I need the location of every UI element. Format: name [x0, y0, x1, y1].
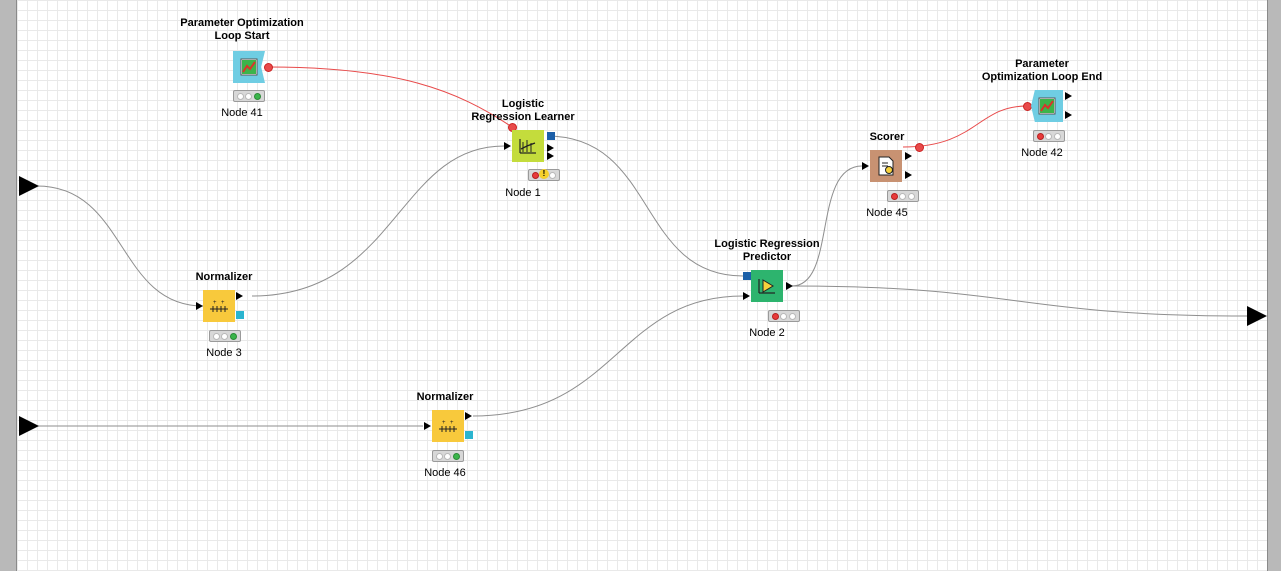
- node-id-label[interactable]: Node 42: [1021, 147, 1063, 159]
- warning-icon: !: [539, 169, 549, 179]
- node-id-label[interactable]: Node 3: [206, 347, 242, 359]
- metanode-output-port[interactable]: [1247, 306, 1267, 326]
- model-in-port[interactable]: [743, 272, 751, 280]
- node-status-lamp: [768, 310, 800, 322]
- wire-predictor-output[interactable]: [791, 285, 1248, 317]
- wire-input-normalizer-a[interactable]: [36, 185, 204, 307]
- svg-text:+: +: [213, 300, 217, 306]
- data-out-port-1[interactable]: [547, 144, 554, 152]
- node-status-lamp: [1033, 130, 1065, 142]
- flow-wire-scorer-loopend[interactable]: [902, 105, 1028, 148]
- normalizer-node-icon[interactable]: + +: [432, 410, 464, 442]
- predictor-node-icon[interactable]: [751, 270, 783, 302]
- data-in-port[interactable]: [743, 292, 750, 300]
- data-in-port[interactable]: [862, 162, 869, 170]
- node-title: Logistic Regression Predictor: [714, 238, 820, 263]
- connections-layer: [36, 66, 1248, 427]
- node-status-lamp: !: [528, 169, 560, 181]
- normalizer-model-out-port[interactable]: [236, 311, 244, 319]
- data-in-port[interactable]: [504, 142, 511, 150]
- node-id-label[interactable]: Node 1: [505, 187, 541, 199]
- loop-end-node-icon[interactable]: [1031, 90, 1063, 122]
- node-status-lamp: [233, 90, 265, 102]
- svg-text:+: +: [221, 300, 225, 306]
- svg-text:+: +: [450, 420, 454, 426]
- metanode-input-port-1[interactable]: [19, 176, 39, 196]
- metanode-input-port-2[interactable]: [19, 416, 39, 436]
- scorer-icon: [878, 156, 894, 176]
- line-chart-icon: [1038, 97, 1056, 115]
- workflow-canvas[interactable]: Parameter Optimization Loop Start Node 4…: [16, 0, 1268, 571]
- data-out-port-1[interactable]: [905, 152, 912, 160]
- data-out-port[interactable]: [236, 292, 243, 300]
- wire-predictor-scorer[interactable]: [791, 165, 863, 287]
- node-title: Normalizer: [195, 271, 253, 283]
- normalizer-icon: + +: [439, 420, 457, 432]
- wire-normalizer-a-learner[interactable]: [251, 145, 505, 297]
- predictor-icon: [758, 279, 775, 294]
- loop-start-node-icon[interactable]: [233, 51, 265, 83]
- data-out-port[interactable]: [786, 282, 793, 290]
- wire-learner-predictor-model[interactable]: [546, 135, 744, 277]
- data-in-port[interactable]: [424, 422, 431, 430]
- normalizer-node-icon[interactable]: + +: [203, 290, 235, 322]
- node-title: Logistic Regression Learner: [471, 98, 575, 123]
- data-out-port-2[interactable]: [1065, 111, 1072, 119]
- node-title: Parameter Optimization Loop Start: [180, 17, 304, 42]
- node-status-lamp: [887, 190, 919, 202]
- normalizer-icon: + +: [210, 300, 228, 312]
- node-id-label[interactable]: Node 45: [866, 207, 908, 219]
- flow-wire-loopstart-learner[interactable]: [267, 66, 513, 128]
- data-out-port-2[interactable]: [905, 171, 912, 179]
- data-out-port-1[interactable]: [1065, 92, 1072, 100]
- line-chart-icon: [240, 58, 258, 76]
- learner-icon: [519, 139, 536, 154]
- node-id-label[interactable]: Node 2: [749, 327, 785, 339]
- node-id-label[interactable]: Node 46: [424, 467, 466, 479]
- data-out-port-2[interactable]: [547, 152, 554, 160]
- learner-node-icon[interactable]: [512, 130, 544, 162]
- flow-variable-out-port[interactable]: [915, 143, 924, 152]
- normalizer-model-out-port[interactable]: [465, 431, 473, 439]
- svg-text:+: +: [442, 420, 446, 426]
- node-status-lamp: [432, 450, 464, 462]
- node-title: Normalizer: [416, 391, 474, 403]
- scorer-node-icon[interactable]: [870, 150, 902, 182]
- wire-normalizer-b-predictor[interactable]: [472, 295, 744, 417]
- node-title: Scorer: [869, 131, 905, 143]
- flow-variable-in-port[interactable]: [1023, 102, 1032, 111]
- model-out-port[interactable]: [547, 132, 555, 140]
- node-status-lamp: [209, 330, 241, 342]
- node-title: Parameter Optimization Loop End: [981, 58, 1103, 83]
- node-id-label[interactable]: Node 41: [221, 107, 263, 119]
- data-out-port[interactable]: [465, 412, 472, 420]
- flow-variable-out-port[interactable]: [264, 63, 273, 72]
- data-in-port[interactable]: [196, 302, 203, 310]
